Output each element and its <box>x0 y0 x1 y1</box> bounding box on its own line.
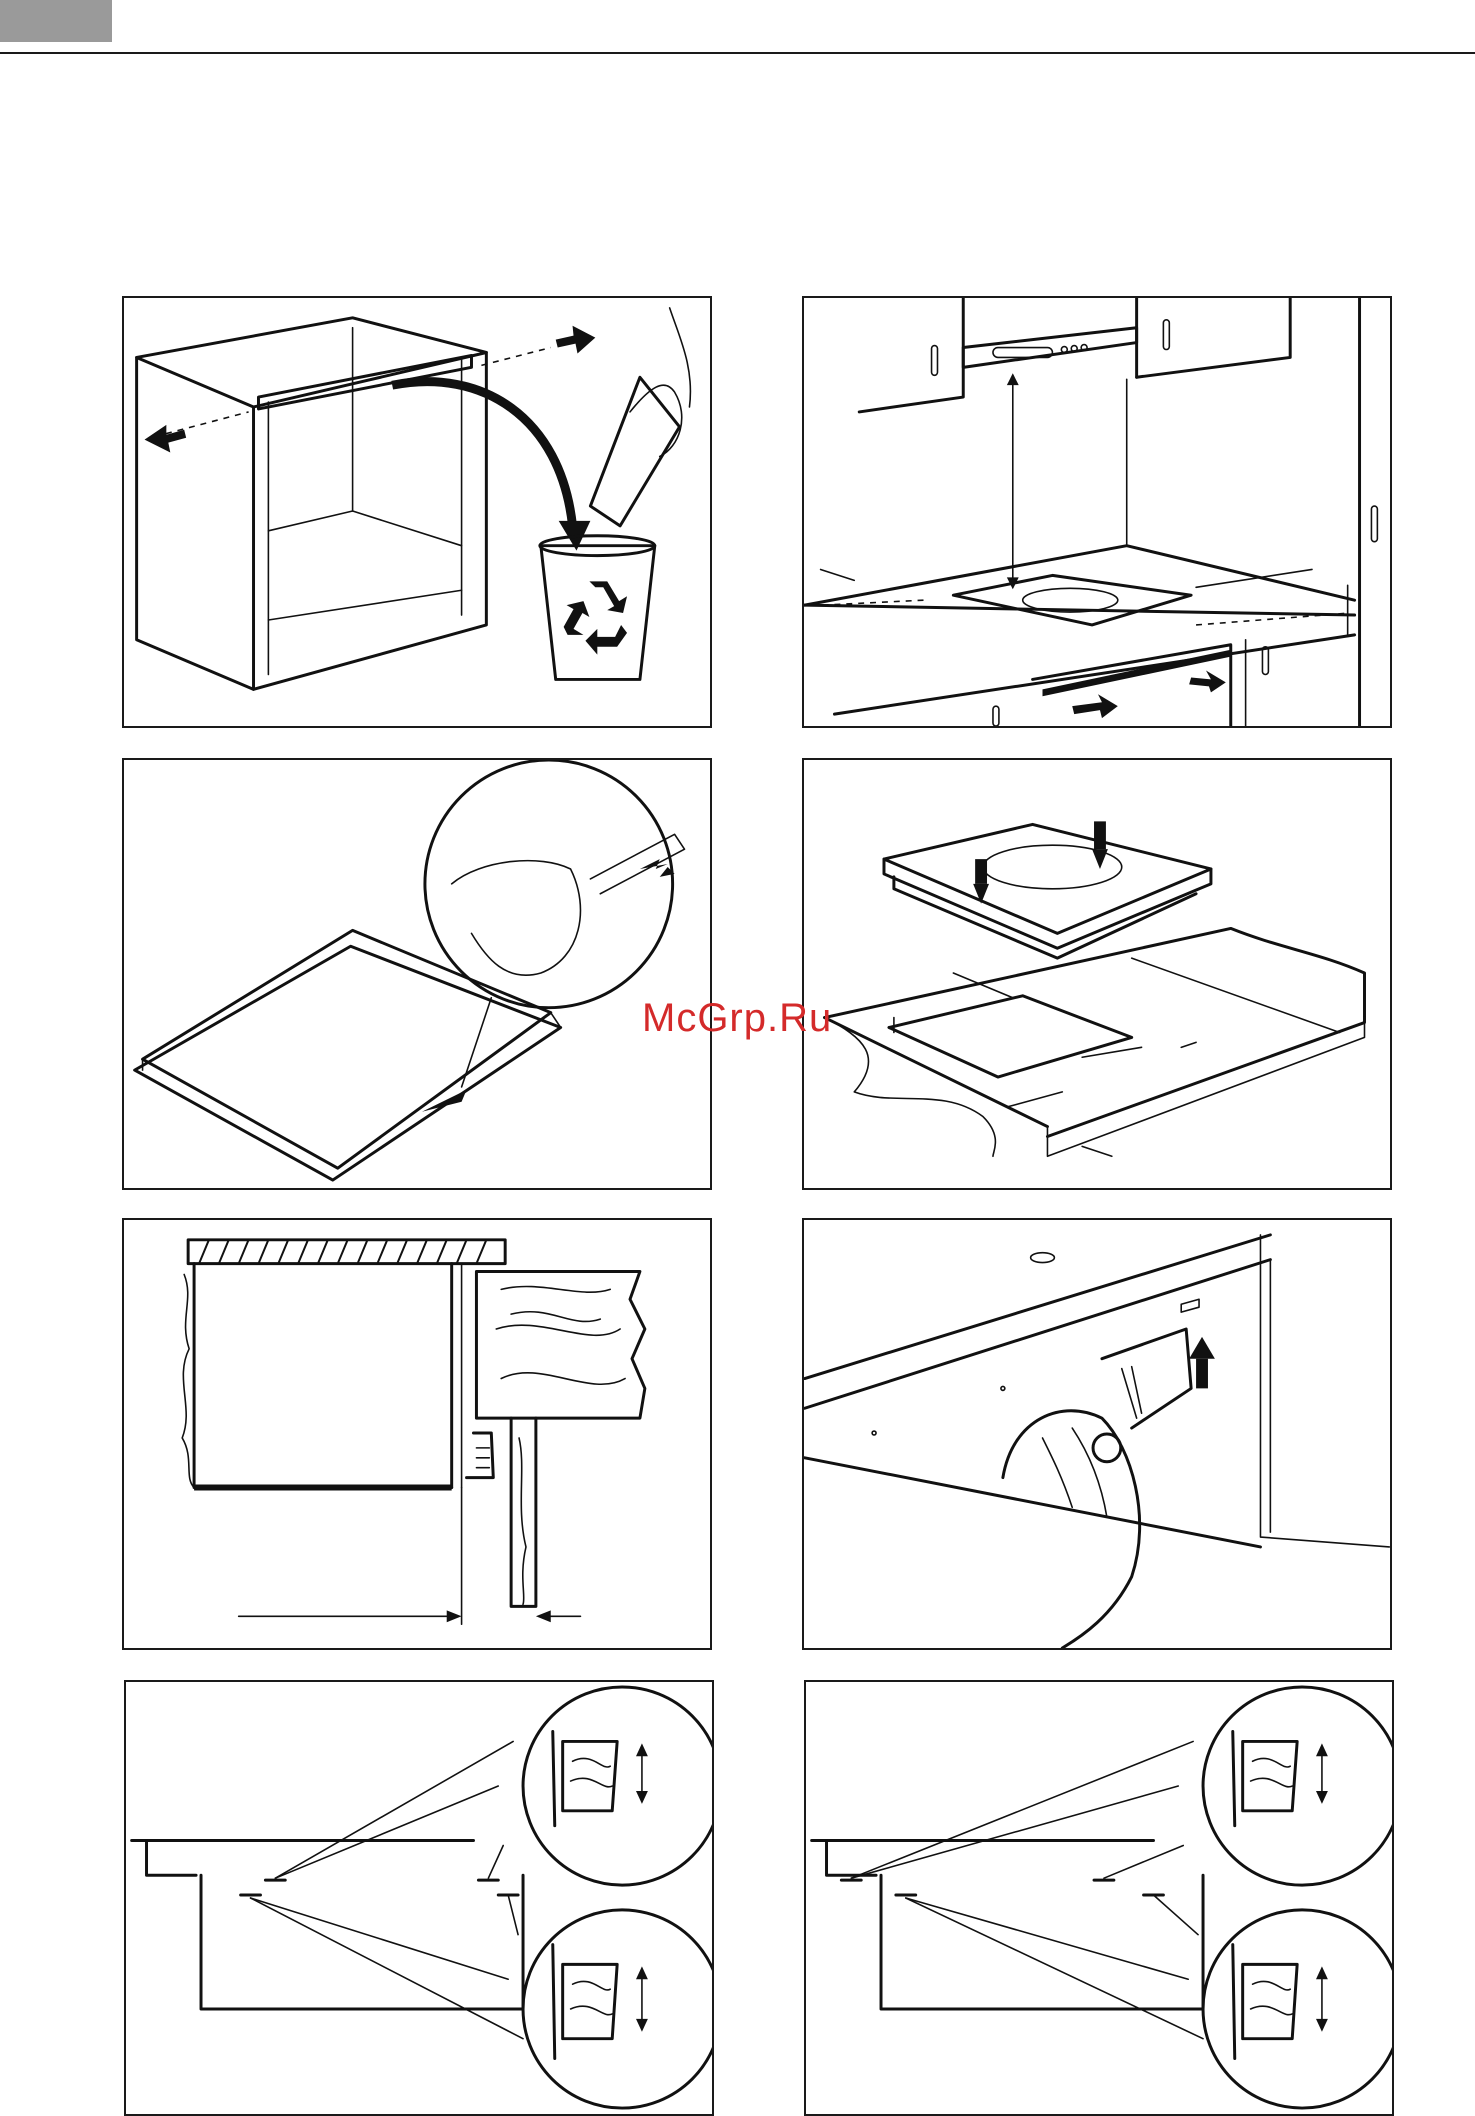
positions-illustration-b <box>806 1682 1392 2114</box>
figure-clearances <box>802 296 1392 728</box>
figure-clamp <box>802 1218 1392 1650</box>
kitchen-illustration <box>804 298 1390 726</box>
figure-remove-crossbar <box>122 296 712 728</box>
figure-seal-tape <box>122 758 712 1190</box>
clamp-illustration <box>804 1220 1390 1648</box>
figure-section <box>122 1218 712 1650</box>
section-illustration <box>124 1220 710 1648</box>
positions-illustration-a <box>126 1682 712 2114</box>
seal-illustration <box>124 760 710 1188</box>
recycle-icon <box>564 581 627 654</box>
figure-cutout <box>802 758 1392 1190</box>
figure-clamp-positions-a <box>124 1680 714 2116</box>
cutout-illustration <box>804 760 1390 1188</box>
cabinet-illustration <box>124 298 710 726</box>
watermark: McGrp.Ru <box>642 996 832 1041</box>
header-tab <box>0 0 112 42</box>
header-rule <box>0 52 1475 54</box>
figure-clamp-positions-b <box>804 1680 1394 2116</box>
